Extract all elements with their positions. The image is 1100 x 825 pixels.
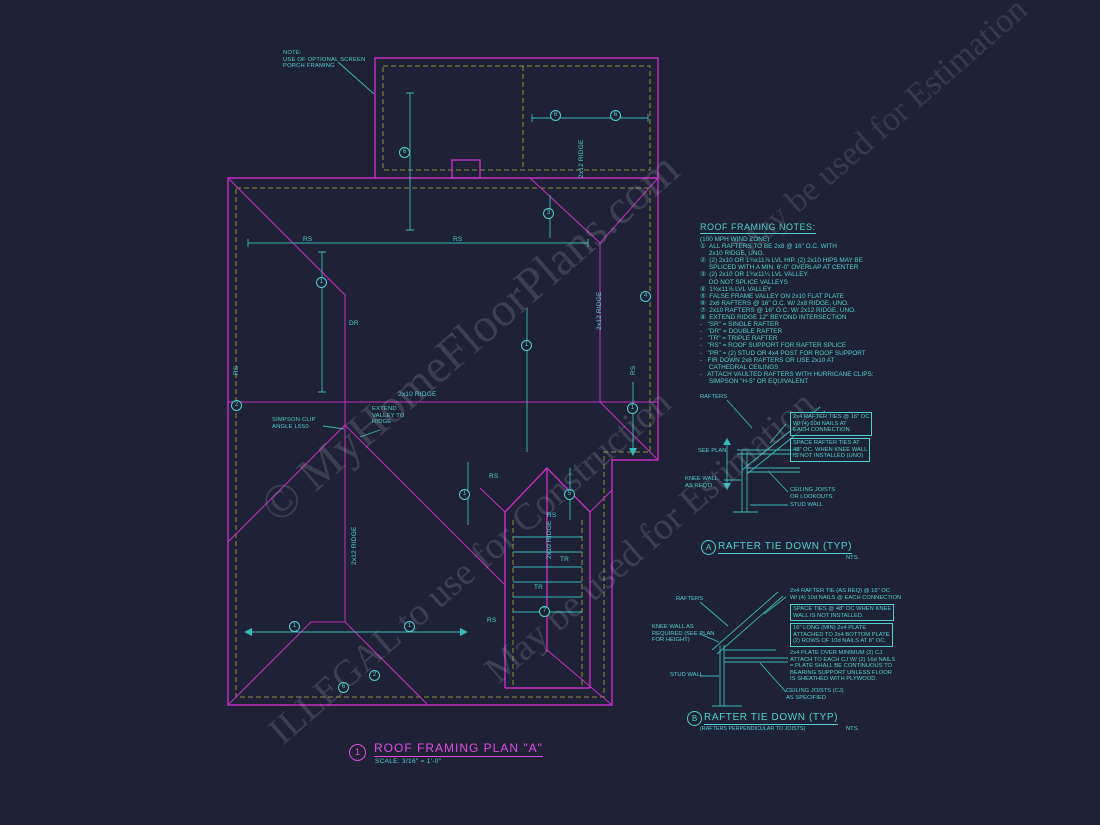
rafter-splice-label: RS <box>630 365 637 375</box>
rafter-splice-label: RS <box>303 236 313 243</box>
keynote-marker: 6 <box>610 110 621 121</box>
keynote-marker: 6 <box>550 110 561 121</box>
simpson-clip-note: SIMPSON CLIP ANGLE L5S0 <box>272 417 316 430</box>
keynote-marker: 2 <box>369 670 380 681</box>
note-line: ④ 1¾x11⅞ LVL VALLEY <box>700 285 772 293</box>
detail-b-tie-note: 2x4 RAFTER TIE (AS REQ) @ 16" OC W/ (4) … <box>790 588 902 601</box>
note-line: - "DR" = DOUBLE RAFTER <box>700 328 783 336</box>
detail-b-spacing-note: SPACE TIES @ 48" OC WHEN KNEE WALL IS NO… <box>790 604 895 622</box>
detail-a-bubble: A <box>701 540 716 555</box>
note-line: SPLICED WITH A MIN. 6'-0" OVERLAP AT CEN… <box>700 264 859 272</box>
detail-b-stud-wall-label: STUD WALL <box>670 672 703 678</box>
keynote-marker: 6 <box>399 147 410 158</box>
detail-b-nts-label: NTS. <box>846 726 860 732</box>
detail-b-subtitle: (RAFTERS PERPENDICULAR TO JOISTS) <box>700 726 806 732</box>
keynote-marker: 1 <box>521 340 532 351</box>
keynote-marker: 1 <box>627 403 638 414</box>
detail-a-rafters-label: RAFTERS <box>700 394 728 400</box>
note-line: DO NOT SPLICE VALLEYS <box>700 278 788 286</box>
keynote-marker: 3 <box>543 208 554 219</box>
detail-a-title: RAFTER TIE DOWN (TYP) <box>718 541 853 554</box>
rafter-splice-label: RS <box>453 236 463 243</box>
roof-outline <box>227 57 659 706</box>
detail-a-knee-wall-label: KNEE WALL AS REQ'D <box>685 476 718 489</box>
rafter-splice-label: RS <box>547 512 557 519</box>
rafter-splice-label: RS <box>487 617 497 624</box>
keynote-marker: 2 <box>231 400 242 411</box>
ridge-label-mid: 2x10 RIDGE <box>398 391 437 398</box>
detail-b-knee-wall-label: KNEE WALL AS REQUIRED (SEE PLAN FOR HEIG… <box>652 624 715 644</box>
hip-valley-ridge-lines <box>227 177 659 706</box>
note-line: ② (2) 2x10 OR 1¾x11⅞ LVL HIP. (2) 2x10 H… <box>700 257 863 265</box>
detail-b-continuous-plate-note: 2x4 PLATE OVER MINIMUM (2) CJ. ATTACH TO… <box>790 650 896 683</box>
keynote-marker: 6 <box>338 682 349 693</box>
note-line: - "SR" = SINGLE RAFTER <box>700 321 779 329</box>
roof-framing-notes-list: (100 MPH WIND ZONE)① ALL RAFTERS TO BE 2… <box>700 236 900 385</box>
detail-b-ceiling-joists-label: CEILING JOISTS (CJ) AS SPECIFIED <box>786 688 844 701</box>
arrowheads <box>244 448 637 636</box>
note-line: ⑤ FALSE FRAME VALLEY ON 2x10 FLAT PLATE <box>700 292 845 300</box>
ridge-label-lower-left: 2x12 RIDGE <box>351 526 358 566</box>
note-line: (100 MPH WIND ZONE) <box>700 236 770 243</box>
detail-b-bubble: B <box>687 711 702 726</box>
keynote-marker: 1 <box>289 621 300 632</box>
ridge-label-gable: 2x10 RIDGE <box>546 520 553 560</box>
ridge-label-right: 2x12 RIDGE <box>596 291 603 331</box>
triple-rafter-label: TR <box>560 556 570 563</box>
note-line: - "PR" = (2) STUD OR 4x4 POST FOR ROOF S… <box>700 349 866 357</box>
note-line: ⑥ 2x6 RAFTERS @ 16" O.C. W/ 2x8 RIDGE, U… <box>700 299 849 307</box>
rafter-splice-label: RS <box>489 473 499 480</box>
note-line: ⑧ EXTEND RIDGE 12" BEYOND INTERSECTION <box>700 314 847 322</box>
note-line: - FIR DOWN 2x8 RAFTERS OR USE 2x10 AT <box>700 356 835 364</box>
note-line: - "TR" = TRIPLE RAFTER <box>700 335 778 343</box>
plan-number-bubble: 1 <box>349 744 366 761</box>
rafter-direction-lines <box>247 61 649 633</box>
note-line: SIMPSON "H-5" OR EQUIVALENT <box>700 377 809 385</box>
detail-a-spacing-note: SPACE RAFTER TIES AT 48" OC. WHEN KNEE W… <box>790 438 871 462</box>
keynote-marker: 5 <box>564 489 575 500</box>
double-rafter-label: DR <box>349 320 359 327</box>
note-line: ③ (2) 2x10 OR 1¾x11¼ LVL VALLEY. <box>700 271 809 279</box>
note-line: - "RS" = ROOF SUPPORT FOR RAFTER SPLICE <box>700 342 847 350</box>
dashed-wall-lines <box>235 65 651 698</box>
note-line: - ATTACH VAULTED RAFTERS WITH HURRICANE … <box>700 370 874 378</box>
plan-title: ROOF FRAMING PLAN "A" <box>374 741 543 757</box>
ridge-label-top: 2x12 RIDGE <box>578 139 585 179</box>
detail-b-plate-note: 16" LONG (MIN) 2x4 PLATE ATTACHED TO 2x4… <box>790 623 893 647</box>
triple-rafter-label: TR <box>534 584 544 591</box>
detail-b-drawing <box>699 591 788 707</box>
detail-b-rafters-label: RAFTERS <box>676 596 704 602</box>
extend-valley-note: EXTEND VALLEY TO RIDGE <box>372 406 405 425</box>
keynote-marker: 1 <box>404 621 415 632</box>
detail-a-tie-note: 2x4 RAFTER TIES @ 16" OC W/ (4) 10d NAIL… <box>790 412 873 436</box>
note-line: ① ALL RAFTERS TO BE 2x8 @ 16" O.C. WITH <box>700 243 837 251</box>
screen-porch-note: NOTE: USE OF OPTIONAL SCREEN PORCH FRAMI… <box>283 50 366 69</box>
rafter-splice-label: RS <box>233 365 240 375</box>
keynote-marker: 1 <box>459 489 470 500</box>
detail-b-title: RAFTER TIE DOWN (TYP) <box>704 712 839 725</box>
note-line: 2x10 RIDGE, UNO. <box>700 250 765 258</box>
note-line: ⑦ 2x10 RAFTERS @ 16" O.C. W/ 2x12 RIDGE,… <box>700 306 856 314</box>
note-line: CATHEDRAL CEILINGS <box>700 363 779 371</box>
detail-a-see-plan-label: SEE PLAN <box>698 448 727 454</box>
keynote-marker: 4 <box>640 291 651 302</box>
detail-a-ceiling-joists-label: CEILING JOISTS OR LOOKOUTS <box>790 487 836 500</box>
detail-a-nts-label: NTS. <box>846 555 860 561</box>
keynote-marker: 1 <box>316 277 327 288</box>
plan-scale: SCALE: 3/16" = 1'-0" <box>375 758 442 765</box>
roof-framing-notes-heading: ROOF FRAMING NOTES: <box>700 222 816 234</box>
detail-a-arrows <box>723 438 731 490</box>
keynote-marker: 7 <box>539 606 550 617</box>
detail-a-stud-wall-label: STUD WALL <box>790 502 823 508</box>
